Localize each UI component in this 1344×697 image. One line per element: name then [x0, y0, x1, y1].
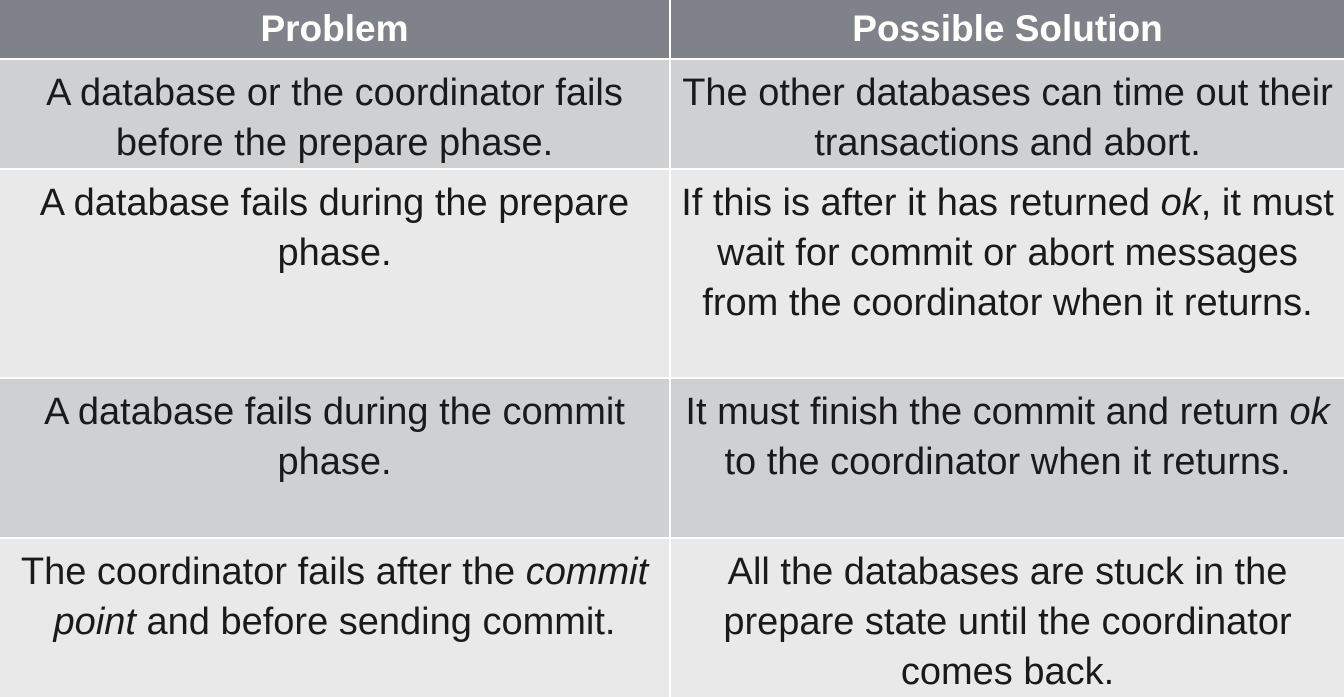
row3-solution-text-b: to the coordinator when it returns. [724, 441, 1291, 483]
header-solution-label: Possible Solution [852, 8, 1163, 49]
row3-problem-text: A database fails during the commit phase… [44, 391, 625, 483]
row4-problem-text-b: and before sending commit. [135, 601, 616, 643]
header-problem-label: Problem [260, 8, 409, 49]
row1-problem: A database or the coordinator fails befo… [0, 58, 671, 168]
row2-solution-emphasis: ok [1160, 182, 1201, 224]
row3-solution-text-a: It must finish the commit and return [685, 391, 1290, 433]
row1-solution-text: The other databases can time out their t… [682, 72, 1333, 164]
row1-solution: The other databases can time out their t… [671, 58, 1344, 168]
row4-problem-text-a: The coordinator fails after the [20, 551, 526, 593]
row3-solution-emphasis: ok [1289, 391, 1330, 433]
row3-solution: It must finish the commit and return ok … [671, 377, 1344, 537]
header-solution: Possible Solution [671, 0, 1344, 58]
row4-problem: The coordinator fails after the commit p… [0, 537, 671, 697]
row2-solution-text-a: If this is after it has returned [681, 182, 1161, 224]
header-problem: Problem [0, 0, 671, 58]
row4-solution: All the databases are stuck in the prepa… [671, 537, 1344, 697]
row2-problem: A database fails during the prepare phas… [0, 168, 671, 377]
row2-solution-text-b: , it must wait for commit or abort messa… [702, 182, 1334, 324]
row2-problem-text: A database fails during the prepare phas… [39, 182, 630, 274]
row3-problem: A database fails during the commit phase… [0, 377, 671, 537]
row4-solution-text: All the databases are stuck in the prepa… [723, 551, 1292, 693]
row2-solution: If this is after it has returned ok, it … [671, 168, 1344, 377]
row1-problem-text: A database or the coordinator fails befo… [46, 72, 623, 164]
row4-problem-emphasis: commit point [53, 551, 649, 643]
